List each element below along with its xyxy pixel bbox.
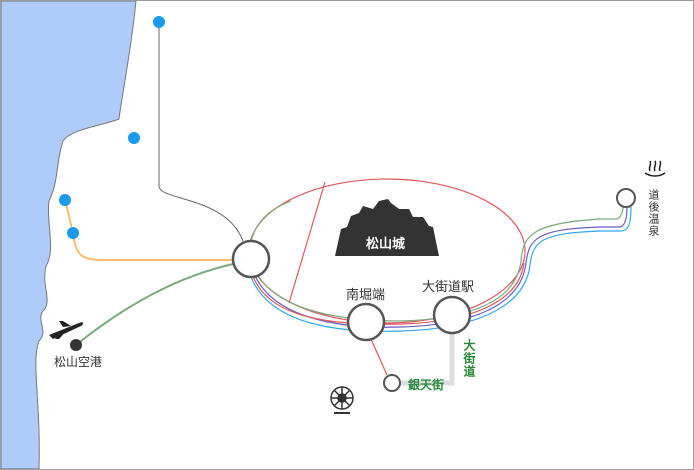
airplane-icon [49,321,84,339]
blue-loop [250,206,632,332]
station-blue-1[interactable] [153,16,165,28]
ferris-wheel-icon [330,386,354,414]
station-airport[interactable] [70,339,82,351]
red-cross-line [288,181,326,304]
station-okaido[interactable] [432,295,472,335]
castle-label: 松山城 [366,237,406,252]
station-dogo-onsen[interactable] [616,188,636,208]
dogo-onsen-label: 道後温泉 [647,189,660,237]
orange-route [64,199,233,261]
gray-route [158,22,244,242]
green-loop [249,200,624,322]
sea [1,1,137,469]
arcade-okaido [401,333,455,386]
station-minamihoribata[interactable] [346,302,386,342]
station-matsuyamashi[interactable] [231,239,271,279]
red-gintengai-line [370,338,388,376]
gintengai-label: 銀天街 [408,378,445,392]
okaido-station-label: 大街道駅 [422,280,475,295]
okaido-label: 大街道 [462,339,476,378]
station-blue-2[interactable] [128,132,140,144]
minamihoribata-label: 南堀端 [346,288,386,303]
station-blue-3[interactable] [59,194,71,206]
purple-loop [252,206,628,328]
castle-icon [335,199,439,256]
station-blue-4[interactable] [67,227,79,239]
station-gintengai[interactable] [383,374,401,392]
airport-label: 松山空港 [54,355,103,369]
airport-route [75,263,234,346]
red-loop-inner [251,262,525,325]
hot-spring-icon [644,160,666,177]
